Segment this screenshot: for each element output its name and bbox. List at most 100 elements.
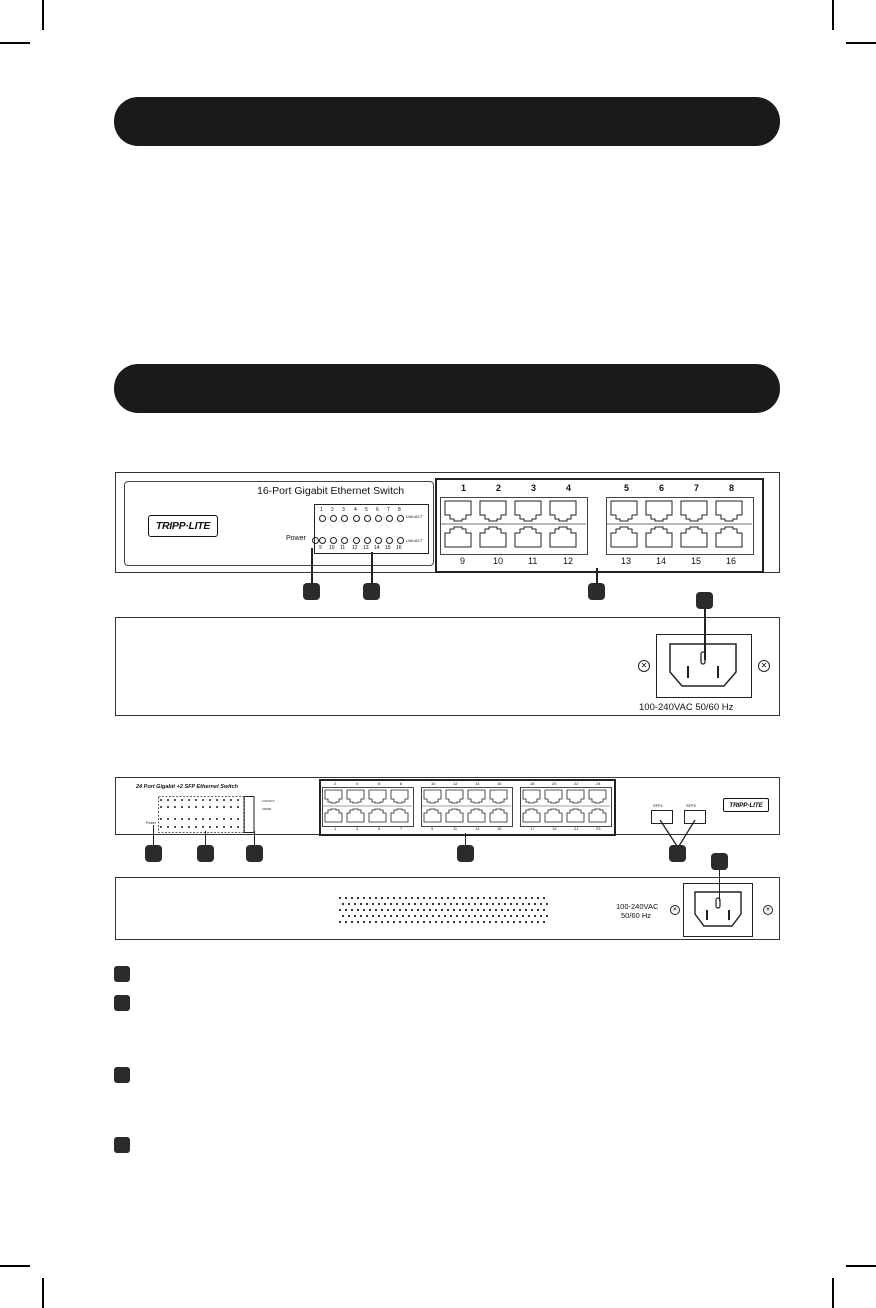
port-number: 24 xyxy=(596,781,601,786)
rj45-port-row-bottom xyxy=(444,526,743,548)
crop-mark-tl-v xyxy=(42,0,44,30)
port-number: 8 xyxy=(400,781,403,786)
port-number: 14 xyxy=(656,556,667,566)
rj45-ports-24 xyxy=(322,789,610,823)
port-number: 5 xyxy=(624,483,630,493)
led-indicator xyxy=(386,537,393,544)
port-group-right xyxy=(606,497,754,555)
led-top-number: 2 xyxy=(331,507,334,513)
port-group-24-3 xyxy=(520,787,612,827)
port-number: 3 xyxy=(356,826,359,831)
port-number: 4 xyxy=(356,781,359,786)
led-indicator xyxy=(364,537,371,544)
port-number: 15 xyxy=(691,556,702,566)
rj45-port-row-top xyxy=(444,500,743,522)
callout-line xyxy=(596,568,598,584)
sfp-label: SFP2 xyxy=(686,803,697,808)
led-bottom-number: 14 xyxy=(374,545,380,551)
led-tag-bottom: LNK/ACT xyxy=(406,538,423,543)
tripp-lite-logo-text: TRIPP·LITE xyxy=(729,801,763,809)
port-number: 20 xyxy=(552,781,557,786)
led-indicator xyxy=(330,537,337,544)
callout-power-inlet xyxy=(696,592,713,609)
led-top-number: 1 xyxy=(320,507,323,513)
led-indicator xyxy=(341,537,348,544)
port-number: 5 xyxy=(378,826,381,831)
power-led-label: Power xyxy=(286,535,306,542)
tripp-lite-logo-text: TRIPP·LITE xyxy=(155,520,211,532)
rear-power-label-line1: 100-240VAC xyxy=(616,902,659,911)
callout-line xyxy=(704,608,706,660)
port-number: 2 xyxy=(496,483,502,493)
callout-power-led xyxy=(303,583,320,600)
led-indicator xyxy=(319,537,326,544)
led-indicator xyxy=(386,515,393,522)
legend-marker xyxy=(114,995,130,1011)
callout-speed-leds-24 xyxy=(246,845,263,862)
legend-marker xyxy=(114,1137,130,1153)
port-number: 13 xyxy=(621,556,632,566)
port-number: 4 xyxy=(566,483,572,493)
switch16-rear-panel: ✕ ✕ 100-240VAC 50/60 Hz xyxy=(115,617,780,716)
led-indicator xyxy=(397,537,404,544)
led-tag-speed: 1000M xyxy=(262,807,272,811)
port-number: 18 xyxy=(530,781,535,786)
crop-mark-bl-v xyxy=(42,1278,44,1308)
led-bottom-number: 10 xyxy=(329,545,335,551)
callout-ports-24 xyxy=(457,845,474,862)
crop-mark-tr-h xyxy=(846,42,876,44)
power-socket-icon xyxy=(694,891,742,927)
callout-line xyxy=(153,825,155,846)
screw-icon: ✕ xyxy=(763,905,773,915)
port-area-box xyxy=(435,478,764,573)
switch24-rear-panel: 100-240VAC 50/60 Hz ✕ ✕ xyxy=(115,877,780,940)
rear-power-label: 100-240VAC 50/60 Hz xyxy=(639,702,734,713)
switch24-front-panel: 24 Port Gigabit +2 SFP Ethernet Switch P… xyxy=(115,777,780,836)
legend-marker xyxy=(114,1067,130,1083)
crop-mark-br-v xyxy=(832,1278,834,1308)
port-number: 8 xyxy=(729,483,735,493)
tripp-lite-logo-small: TRIPP·LITE xyxy=(723,798,769,812)
led-bottom-number: 16 xyxy=(396,545,402,551)
callout-power-inlet-24 xyxy=(711,853,728,870)
port-number: 1 xyxy=(461,483,467,493)
port-number: 10 xyxy=(493,556,504,566)
callout-sfp-24 xyxy=(669,845,686,862)
screw-icon: ✕ xyxy=(758,660,770,672)
port-group-left xyxy=(440,497,588,555)
port-number: 7 xyxy=(694,483,700,493)
led-bottom-number: 15 xyxy=(385,545,391,551)
rj45-port-row-bottom-24 xyxy=(324,808,607,823)
port-number: 16 xyxy=(497,781,502,786)
rear-power-label-line2: 50/60 Hz xyxy=(621,911,652,920)
sfp-port-2 xyxy=(684,810,706,824)
led-bottom-number: 9 xyxy=(319,545,322,551)
port-area-box-24 xyxy=(319,779,616,836)
led-bottom-number: 11 xyxy=(340,545,346,551)
port-group-24-2 xyxy=(421,787,513,827)
led-indicator xyxy=(341,515,348,522)
port-number: 23 xyxy=(596,826,601,831)
switch24-model-label: 24 Port Gigabit +2 SFP Ethernet Switch xyxy=(136,784,239,790)
callout-line xyxy=(371,552,373,584)
port-number: 21 xyxy=(574,826,579,831)
rj45-ports-16 xyxy=(440,500,752,548)
power-socket-icon xyxy=(669,643,737,687)
port-number: 9 xyxy=(460,556,466,566)
callout-line xyxy=(311,548,313,584)
callout-port-leds-24 xyxy=(197,845,214,862)
ventilation-grille xyxy=(338,896,549,924)
section-header-bar-2 xyxy=(114,364,780,413)
port-number: 16 xyxy=(726,556,737,566)
power-led-label: Power xyxy=(146,821,156,825)
port-number: 10 xyxy=(431,781,436,786)
led-top-number: 5 xyxy=(365,507,368,513)
callout-line xyxy=(465,833,467,846)
led-indicator xyxy=(397,515,404,522)
port-group-24-1 xyxy=(322,787,414,827)
callout-line xyxy=(719,869,721,901)
port-number: 11 xyxy=(453,826,458,831)
led-indicator xyxy=(353,537,360,544)
port-number: 2 xyxy=(334,781,337,786)
tripp-lite-logo: TRIPP·LITE xyxy=(148,515,218,537)
